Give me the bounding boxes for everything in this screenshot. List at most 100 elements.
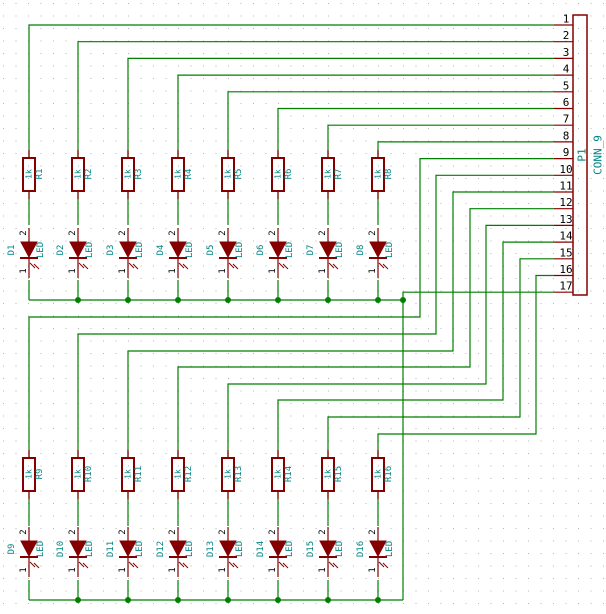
grid-dot — [265, 303, 267, 304]
grid-dot — [415, 378, 417, 379]
grid-dot — [603, 528, 604, 529]
grid-dot — [553, 353, 554, 354]
grid-dot — [15, 465, 17, 467]
grid-dot — [353, 15, 354, 17]
grid-dot — [215, 553, 217, 554]
grid-dot — [590, 165, 592, 167]
grid-dot — [140, 115, 142, 117]
grid-dot — [203, 528, 204, 529]
grid-dot — [503, 15, 504, 17]
grid-dot — [415, 540, 417, 542]
grid-dot — [440, 278, 442, 279]
junction-dot — [125, 597, 131, 603]
grid-dot — [540, 15, 542, 17]
grid-dot — [153, 28, 154, 29]
grid-dot — [540, 178, 542, 179]
grid-dot — [565, 590, 567, 592]
grid-dot — [578, 90, 579, 92]
grid-dot — [440, 428, 442, 429]
grid-dot — [578, 165, 579, 167]
led-ref: D11 — [106, 541, 116, 557]
grid-dot — [428, 340, 429, 342]
grid-dot — [565, 503, 567, 504]
grid-dot — [353, 253, 354, 254]
grid-dot — [590, 578, 592, 579]
grid-dot — [528, 465, 529, 467]
grid-dot — [40, 390, 42, 392]
grid-dot — [303, 28, 304, 29]
grid-dot — [415, 215, 417, 217]
grid-dot — [215, 303, 217, 304]
grid-dot — [340, 365, 342, 367]
wire — [227, 91, 554, 158]
led-pin-cathode: 1 — [68, 567, 78, 572]
grid-dot — [340, 215, 342, 217]
grid-dot — [578, 15, 579, 17]
grid-dot — [253, 478, 254, 479]
grid-dot — [78, 603, 79, 604]
grid-dot — [528, 428, 529, 429]
grid-dot — [153, 290, 154, 292]
grid-dot — [453, 565, 454, 567]
grid-dot — [140, 528, 142, 529]
grid-dot — [340, 415, 342, 417]
grid-dot — [478, 28, 479, 29]
grid-dot — [578, 153, 579, 154]
grid-dot — [190, 328, 192, 329]
grid-dot — [415, 15, 417, 17]
grid-dot — [353, 290, 354, 292]
grid-dot — [115, 340, 117, 342]
grid-dot — [503, 415, 504, 417]
grid-dot — [415, 178, 417, 179]
grid-dot — [15, 540, 17, 542]
grid-dot — [603, 490, 604, 492]
grid-dot — [378, 315, 379, 317]
grid-dot — [265, 590, 267, 592]
grid-dot — [115, 90, 117, 92]
resistor-ref: R8 — [384, 169, 394, 180]
grid-dot — [253, 53, 254, 54]
resistor-value: 1k — [25, 169, 34, 179]
grid-dot — [90, 240, 92, 242]
grid-dot — [465, 528, 467, 529]
grid-dot — [590, 115, 592, 117]
led-ref: D4 — [156, 245, 166, 256]
grid-dot — [553, 390, 554, 392]
grid-dot — [90, 115, 92, 117]
grid-dot — [265, 140, 267, 142]
grid-dot — [553, 90, 554, 92]
grid-dot — [90, 453, 92, 454]
grid-dot — [428, 415, 429, 417]
grid-dot — [440, 253, 442, 254]
grid-dot — [603, 178, 604, 179]
grid-dot — [590, 553, 592, 554]
grid-dot — [15, 515, 17, 517]
grid-dot — [540, 528, 542, 529]
grid-dot — [215, 515, 217, 517]
grid-dot — [340, 603, 342, 604]
grid-dot — [465, 303, 467, 304]
grid-dot — [153, 528, 154, 529]
grid-dot — [478, 40, 479, 42]
grid-dot — [15, 53, 17, 54]
grid-dot — [190, 178, 192, 179]
grid-dot — [353, 478, 354, 479]
grid-dot — [365, 165, 367, 167]
junction-dot — [75, 297, 81, 303]
grid-dot — [115, 303, 117, 304]
grid-dot — [390, 178, 392, 179]
grid-dot — [53, 190, 54, 192]
grid-dot — [328, 353, 329, 354]
grid-dot — [53, 315, 54, 317]
grid-dot — [3, 453, 4, 454]
grid-dot — [540, 603, 542, 604]
grid-dot — [553, 603, 554, 604]
grid-dot — [165, 365, 167, 367]
grid-dot — [165, 128, 167, 129]
grid-dot — [90, 428, 92, 429]
grid-dot — [240, 440, 242, 442]
grid-dot — [40, 490, 42, 492]
grid-dot — [390, 415, 392, 417]
grid-dot — [40, 378, 42, 379]
